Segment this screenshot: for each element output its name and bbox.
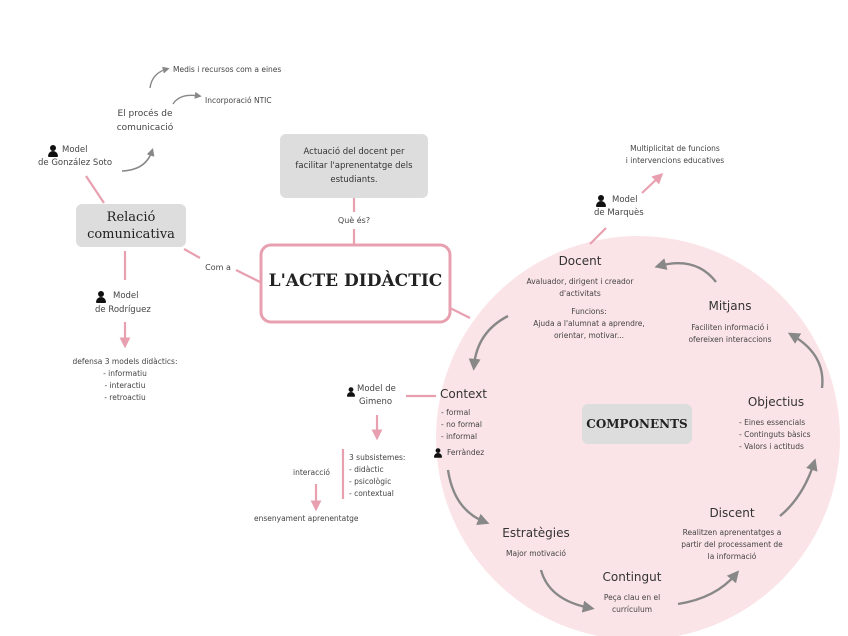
context-item: - informal	[441, 432, 478, 441]
gimeno-line: Gimeno	[359, 397, 393, 407]
docent-title: Docent	[558, 254, 602, 268]
models-head: defensa 3 models didàctics:	[72, 357, 178, 366]
incorporacio-ntic: Incorporació NTIC	[205, 96, 272, 105]
contingut-line: Peça clau en el	[603, 593, 661, 602]
user-icon	[434, 448, 442, 458]
user-icon	[347, 387, 355, 397]
cycle-arrows	[121, 66, 824, 613]
gimeno-model: Model de Gimeno	[357, 383, 396, 409]
medis-recursos: Medis i recursos com a eines	[173, 65, 282, 74]
central-title: L'ACTE DIDÀCTIC	[268, 271, 443, 291]
contingut-line: currículum	[611, 605, 653, 614]
interaccio-label: interacció	[293, 468, 330, 477]
link-que-es: Què és?	[337, 216, 371, 225]
multiplicitat-line: i intervencions educatives	[625, 156, 725, 165]
definition-box: Actuació del docent per facilitar l'apre…	[280, 134, 428, 198]
soto-name: de González Soto	[38, 158, 113, 168]
objectius-title: Objectius	[747, 395, 805, 409]
link-com-a: Com a	[205, 263, 231, 272]
marques-name: de Marquès	[594, 208, 644, 218]
docent-functions: Funcions: Ajuda a l'alumnat a aprendre, …	[515, 306, 663, 342]
models-item: - interactiu	[104, 381, 146, 390]
user-icon	[596, 195, 606, 207]
ensenyament-aprenentatge: ensenyament aprenentatge	[254, 514, 359, 523]
discent-line: la informació	[707, 552, 757, 561]
definition-line: estudiants.	[330, 175, 378, 185]
subsistemes-list: 3 subsistemes: - didàctic - psicològic -…	[349, 452, 405, 500]
objectius-list: - Eines essencials - Continguts bàsics -…	[739, 417, 811, 453]
docent-line: d'activitats	[559, 289, 601, 298]
context-item: - no formal	[441, 420, 482, 429]
docent-line: Avaluador, dirigent i creador	[526, 277, 634, 286]
relacio-title: comunicativa	[87, 226, 175, 242]
definition-line: Actuació del docent per	[303, 147, 405, 157]
context-list: - formal - no formal - informal	[441, 407, 482, 443]
mitjans-description: Faciliten informació i ofereixen interac…	[670, 322, 790, 346]
mitjans-line: ofereixen interaccions	[688, 335, 772, 344]
soto-model: Model	[62, 145, 88, 155]
contingut-description: Peça clau en el currículum	[582, 592, 682, 616]
discent-line: Realitzen aprenentatges a	[682, 528, 782, 537]
proces-comunicacio: El procés de comunicació	[100, 107, 190, 135]
models-item: - informatiu	[103, 369, 147, 378]
relacio-title: Relació	[106, 209, 156, 225]
context-item: - formal	[441, 408, 471, 417]
proces-line: El procés de	[117, 109, 173, 119]
models-item: - retroactiu	[104, 393, 146, 402]
docent-line: orientar, motivar...	[553, 331, 624, 340]
discent-description: Realitzen aprenentatges a partir del pro…	[670, 527, 794, 563]
marques-model: Model	[612, 195, 638, 205]
user-icon	[48, 145, 58, 157]
central-node-frame	[259, 243, 452, 324]
docent-line: Funcions:	[571, 307, 607, 316]
subsistemes-head: 3 subsistemes:	[349, 453, 406, 462]
estrategies-description: Major motivació	[506, 549, 566, 558]
subsistemes-item: - didàctic	[349, 465, 384, 474]
subsistemes-item: - psicològic	[349, 477, 392, 486]
user-icon	[96, 291, 106, 303]
discent-title: Discent	[709, 506, 755, 520]
rodriguez-name: de Rodríguez	[95, 305, 151, 315]
docent-description: Avaluador, dirigent i creador d'activita…	[515, 276, 645, 300]
mitjans-title: Mitjans	[708, 299, 752, 313]
pink-connectors	[85, 172, 664, 512]
docent-line: Ajuda a l'alumnat a aprendre,	[533, 319, 645, 328]
context-title: Context	[440, 387, 488, 401]
contingut-title: Contingut	[602, 570, 662, 584]
relacio-box: Relació comunicativa	[76, 204, 186, 247]
multiplicitat-line: Multiplicitat de funcions	[630, 144, 720, 153]
definition-line: facilitar l'aprenentatge dels	[295, 161, 413, 171]
estrategies-title: Estratègies	[502, 526, 570, 540]
objectius-item: - Eines essencials	[739, 418, 806, 427]
models-list: defensa 3 models didàctics: - informatiu…	[60, 356, 190, 404]
gimeno-line: Model de	[357, 384, 396, 394]
ferrandez-label: Ferràndez	[447, 448, 485, 457]
multiplicitat-funcions: Multiplicitat de funcions i intervencion…	[610, 143, 740, 167]
mitjans-line: Faciliten informació i	[691, 323, 769, 332]
components-box: COMPONENTS	[582, 404, 692, 444]
proces-line: comunicació	[116, 123, 174, 133]
objectius-item: - Continguts bàsics	[739, 430, 811, 439]
objectius-item: - Valors i actituds	[739, 442, 804, 451]
rodriguez-model: Model	[113, 291, 139, 301]
discent-line: partir del processament de	[681, 540, 783, 549]
subsistemes-item: - contextual	[349, 489, 394, 498]
